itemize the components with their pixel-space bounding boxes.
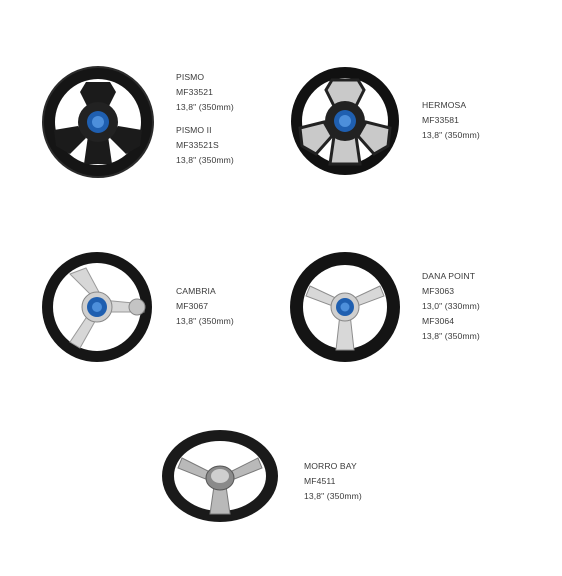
morro-bay-size: 13,8" (350mm) [304, 491, 362, 501]
hermosa-name: HERMOSA [422, 100, 467, 110]
cambria-size: 13,8" (350mm) [176, 316, 234, 326]
morro-bay-wheel-image [162, 430, 278, 522]
morro-bay-label: MORRO BAY MF4511 13,8" (350mm) [304, 459, 362, 504]
pismo-ii-name: PISMO II [176, 125, 212, 135]
morro-bay-part-number: MF4511 [304, 476, 336, 486]
cambria-name: CAMBRIA [176, 286, 216, 296]
dana-point-name: DANA POINT [422, 271, 476, 281]
hermosa-wheel-image [291, 67, 399, 175]
hermosa-label: HERMOSA MF33581 13,8" (350mm) [422, 98, 480, 143]
pismo-ii-size: 13,8" (350mm) [176, 155, 234, 165]
morro-bay-name: MORRO BAY [304, 461, 357, 471]
pismo-label: PISMO MF33521 13,8" (350mm) PISMO II MF3… [176, 70, 234, 168]
pismo-ii-part-number: MF33521S [176, 140, 219, 150]
hermosa-size: 13,8" (350mm) [422, 130, 480, 140]
cambria-label: CAMBRIA MF3067 13,8" (350mm) [176, 284, 234, 329]
pismo-name: PISMO [176, 72, 205, 82]
dana-point-part-number-1: MF3063 [422, 286, 455, 296]
dana-point-size-1: 13,0" (330mm) [422, 301, 480, 311]
dana-point-label: DANA POINT MF3063 13,0" (330mm) MF3064 1… [422, 269, 480, 344]
pismo-wheel-image [42, 66, 154, 178]
pismo-part-number: MF33521 [176, 87, 214, 97]
cambria-part-number: MF3067 [176, 301, 209, 311]
cambria-wheel-image [42, 252, 152, 362]
dana-point-size-2: 13,8" (350mm) [422, 331, 480, 341]
dana-point-part-number-2: MF3064 [422, 316, 455, 326]
pismo-size: 13,8" (350mm) [176, 102, 234, 112]
hermosa-part-number: MF33581 [422, 115, 460, 125]
dana-point-wheel-image [290, 252, 400, 362]
